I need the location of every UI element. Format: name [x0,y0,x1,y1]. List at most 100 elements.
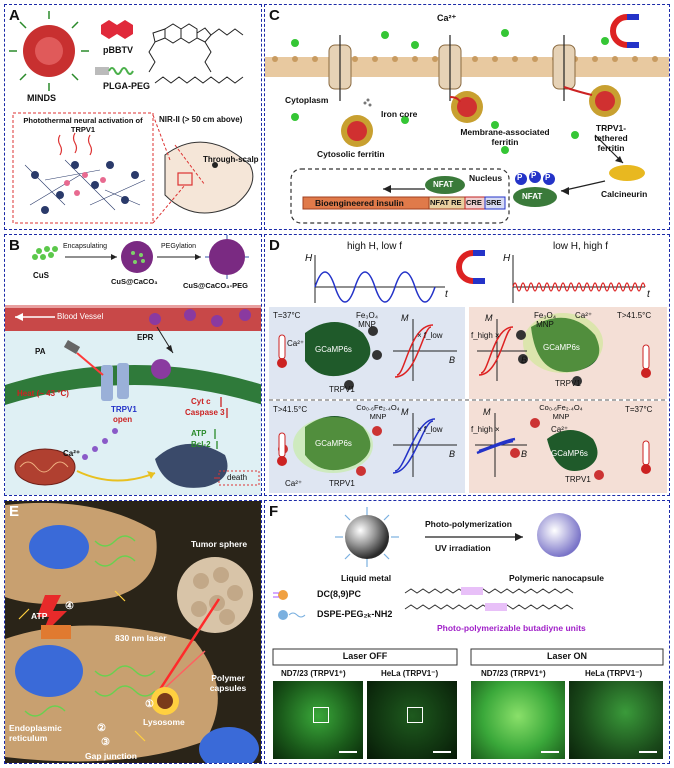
nfat-label-2: NFAT [522,192,543,201]
polymer-label: Polymer capsules [209,673,247,693]
ca-label-d3: Ca²⁺ [285,479,303,488]
scale-bar-3 [541,751,559,753]
panel-b-art [5,235,261,495]
d-h-label-1: H [305,253,313,264]
b-label-4: B [521,449,528,459]
n2-label: ② [97,723,106,734]
iron-core-label: Iron core [381,109,418,119]
pegylation-label: PEGylation [161,243,197,250]
heat-label: Heat (~ 43 °C) [17,389,69,398]
panel-c: C Ca²⁺ [264,4,670,230]
atp-label-e: ATP [31,611,48,621]
roi-box-1 [313,707,329,723]
hela-label-1: HeLa (TRPV1⁻) [381,669,439,678]
m-label-1: M [401,313,409,323]
cus-caco3-peg-label: CuS@CaCO₃-PEG [183,281,248,290]
panel-d-art [269,250,667,493]
phospho-label-p3: P [545,173,551,182]
dspe-label: DSPE-PEG₂ₖ-NH2 [317,609,393,619]
m-label-2: M [485,313,493,323]
co-mnp-label-1: Co₀.₆Fe₂.₄O₄ MNP [356,403,400,421]
panel-c-art [265,14,669,224]
panel-label-d: D [269,237,280,254]
trpv1-label-d4: TRPV1 [565,475,591,484]
nd7-label-1: ND7/23 (TRPV1⁺) [281,669,346,678]
n1-label: ① [145,699,154,710]
pbbtv-label: pBBTV [103,45,133,55]
tumor-label: Tumor sphere [191,539,248,549]
b-label-2: B [521,355,528,365]
d-t-label-1: t [445,289,448,300]
trpv1-label-d3: TRPV1 [329,479,355,488]
panel-label-f: F [269,503,279,520]
cytoplasm-label: Cytoplasm [285,95,329,105]
fe-mnp-label-1: Fe₃O₄ MNP [355,311,379,329]
panel-a: A [4,4,262,230]
t41b-label: T>41.5°C [273,405,308,414]
cus-label: CuS [33,271,49,280]
micrograph-nd7-on [471,681,565,759]
micrograph-nd7-off [273,681,363,759]
high-h-label: high H, low f [347,241,403,252]
er-label: Endoplasmic reticulum [9,723,62,743]
trpv1-label-b: TRPV1 [111,405,137,414]
co-mnp-label-2: Co₀.₆Fe₂.₄O₄ MNP [539,403,583,421]
panel-e-art [5,501,261,763]
cus-caco3-label: CuS@CaCO₃ [111,277,158,286]
tethered-ferritin-label: TRPV1-tethered ferritin [594,123,628,153]
atp-label-b: ATP [191,429,207,438]
nfat-label-1: NFAT [433,180,454,189]
dc-label: DC(8,9)PC [317,589,362,599]
photo-poly-label: Photo-polymerization [425,519,512,529]
polymeric-capsule-label: Polymeric nanocapsule [509,573,604,583]
plga-label: PLGA-PEG [103,81,151,91]
d-t-label-2: t [647,289,650,300]
panel-b: B [4,234,262,496]
caspase-label: Caspase 3 [185,408,225,417]
panel-a-art [9,11,254,224]
fhigh-label-2: f_high × [471,425,500,434]
cre-label: CRE [466,198,482,207]
calcineurin-label: Calcineurin [601,189,648,199]
m-label-3: M [401,407,409,417]
panel-label-b: B [9,237,20,254]
ca-label-c: Ca²⁺ [437,13,457,23]
insulin-label: Bioengineered insulin [315,198,404,208]
roi-box-2 [407,707,423,723]
activation-label: Photothermal neural activation of TRPV1 [23,116,143,134]
m-label-4: M [483,407,491,417]
d-h-label-2: H [503,253,511,264]
fhigh-label-1: f_high × [471,331,500,340]
trpv1-label-d1: TRPV1 [329,385,355,394]
panel-label-e: E [9,503,20,520]
laser-label: 830 nm laser [115,633,167,643]
n3-label: ③ [101,737,110,748]
panel-label-a: A [9,7,20,24]
encapsulating-label: Encapsulating [63,243,107,250]
gcamp-label-4: GCaMP6s [551,449,588,458]
laser-on-label: Laser ON [546,651,588,661]
panel-f-art [272,507,664,666]
gcamp-label-2: GCaMP6s [543,343,580,352]
minds-label: MINDS [27,93,56,103]
t37b-label: T=37°C [625,405,653,414]
trpv1-label-d2: TRPV1 [555,379,581,388]
laser-off-label: Laser OFF [342,651,388,661]
nfat-re-label: NFAT RE [430,198,462,207]
micrograph-hela-on [569,681,663,759]
nir-label: NIR-II (> 50 cm above) [159,115,243,124]
cytc-label: Cyt c [191,397,211,406]
xflow-label-1: × f_low [417,331,443,340]
panel-f: F Photo-polymerization UV irradiation Li… [264,500,670,764]
vessel-label: Blood Vessel [57,312,104,321]
pa-label: PA [35,347,46,356]
death-label: death [227,473,248,482]
nd7-label-2: ND7/23 (TRPV1⁺) [481,669,546,678]
xflow-label-2: × f_low [417,425,443,434]
scale-bar-2 [433,751,451,753]
micrograph-hela-off [367,681,457,759]
fe-mnp-label-2: Fe₃O₄ MNP [533,311,557,329]
phospho-label-p2: P [531,171,537,180]
t41-label: T>41.5°C [617,311,652,320]
butadiyne-label: Photo-polymerizable butadiyne units [437,623,586,633]
